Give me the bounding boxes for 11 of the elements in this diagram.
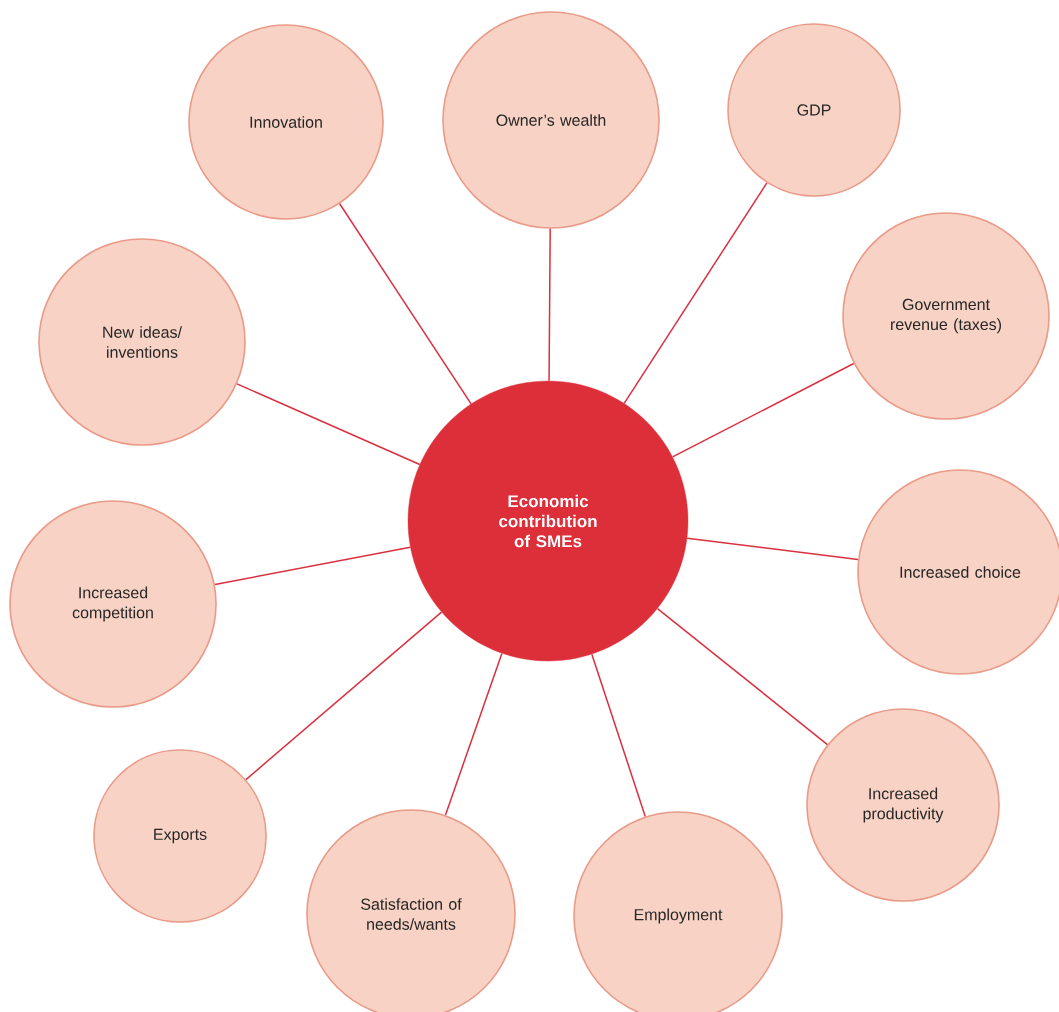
connector-line bbox=[548, 228, 551, 382]
connector-line bbox=[236, 383, 421, 466]
connector-line bbox=[623, 182, 768, 405]
connector-line bbox=[591, 653, 646, 818]
connector-line bbox=[338, 203, 472, 405]
connector-line bbox=[686, 537, 859, 561]
connector-line bbox=[245, 611, 443, 781]
connector-line bbox=[656, 607, 829, 746]
connector-line bbox=[444, 652, 503, 816]
connector-line bbox=[671, 362, 855, 458]
connector-line bbox=[214, 546, 412, 586]
